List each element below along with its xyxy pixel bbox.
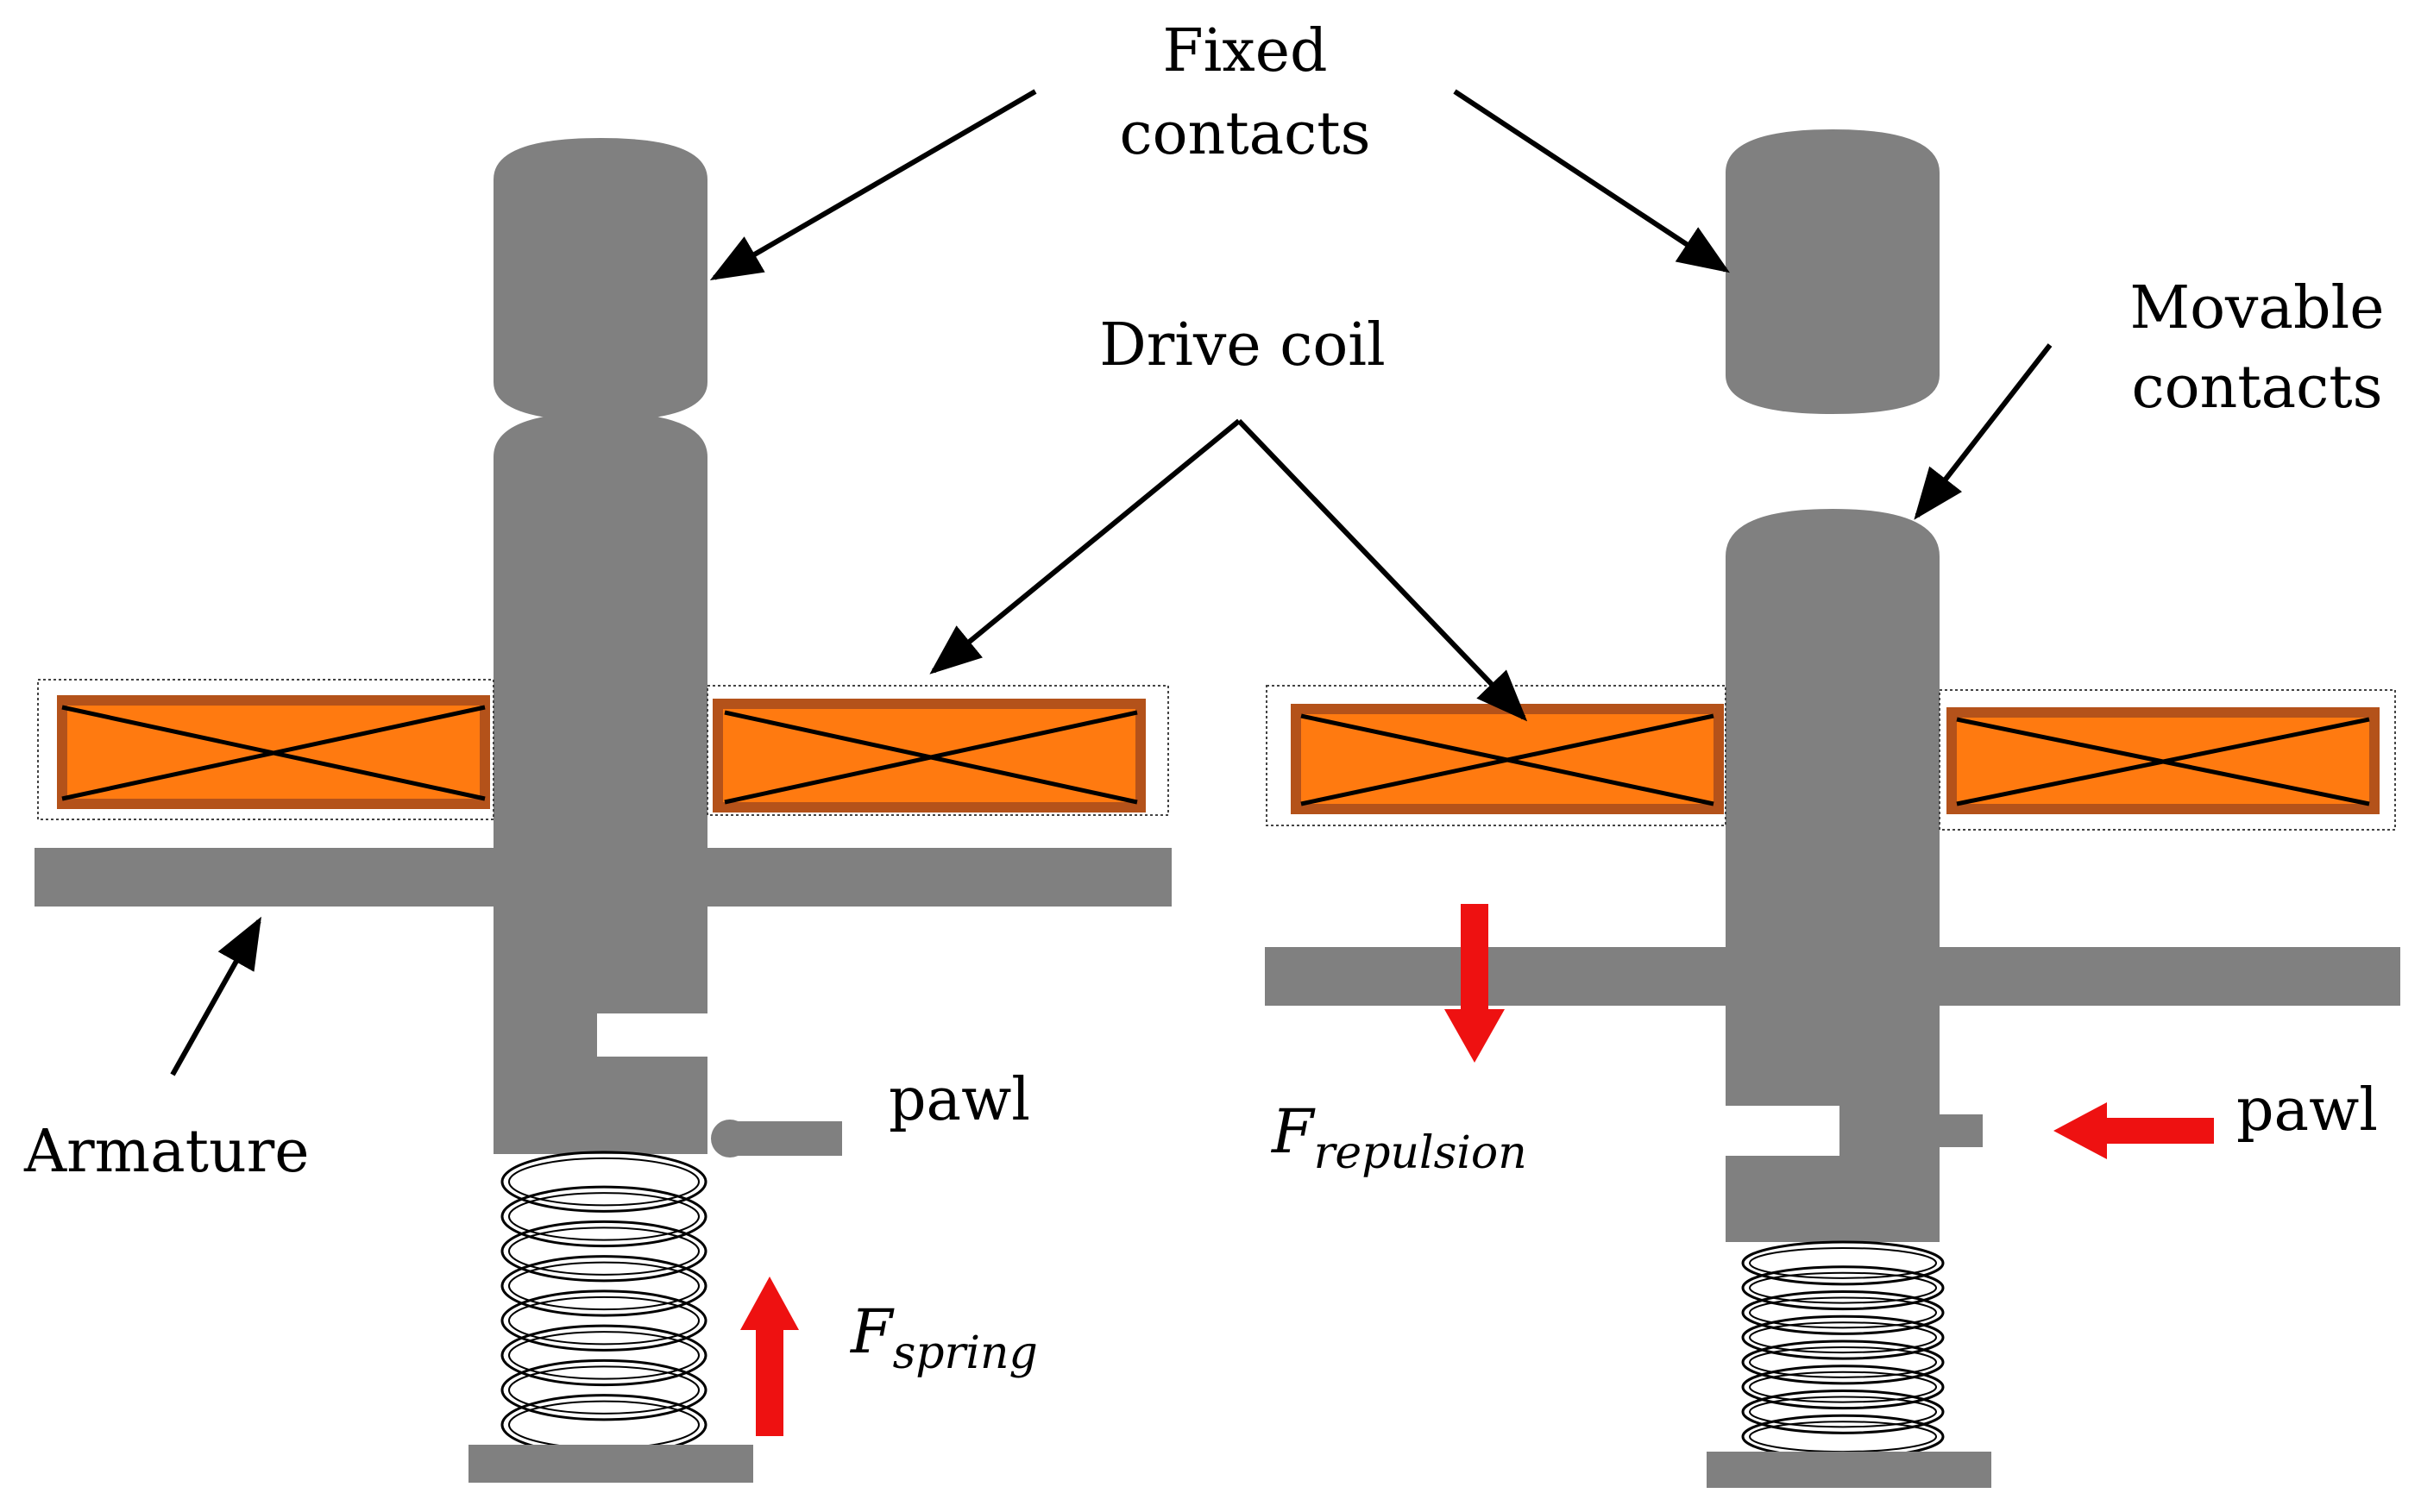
movable-contact-right	[1726, 509, 1940, 1242]
spring-coil-turn	[500, 1255, 707, 1317]
spring-coil-turn	[1749, 1271, 1937, 1304]
arrow-armature	[170, 916, 261, 1076]
spring-coil-turn	[1749, 1346, 1937, 1378]
spring-coil-turn	[1741, 1314, 1945, 1360]
arrow-fixed-left	[709, 89, 1037, 281]
armature-plate-right	[1265, 947, 2400, 1006]
arrow-movable	[1914, 343, 2053, 520]
spring-coil-turn	[508, 1227, 700, 1276]
spring-coil-turn	[508, 1157, 700, 1207]
repulsion-force-arrow	[1444, 904, 1505, 1063]
spring-coil-turn	[500, 1324, 707, 1387]
coil-housing-left-b	[707, 685, 1169, 816]
spring-coil-turn	[1741, 1289, 1945, 1335]
drive-coil-right-b	[1946, 707, 2380, 814]
spring-coil-turn	[1741, 1240, 1945, 1286]
armature-plate-left	[35, 848, 1172, 907]
movable-contact-left	[494, 412, 707, 1154]
pawl-left	[711, 1120, 842, 1158]
coil-housing-left-a	[37, 679, 494, 820]
left-assembly	[35, 138, 1172, 1483]
arrow-coil-left	[929, 418, 1241, 674]
arrow-coil-right	[1236, 418, 1528, 722]
spring-coil-turn	[500, 1185, 707, 1248]
spring-base-left	[468, 1445, 753, 1483]
label-pawl-right: pawl	[2236, 1076, 2378, 1145]
spring-coil-turn	[508, 1400, 700, 1450]
drive-coil-right-a	[1291, 704, 1724, 814]
pawl-right	[1846, 1114, 1983, 1148]
label-fixed-contacts-1: Fixed	[1162, 17, 1327, 85]
spring-coil-turn	[500, 1220, 707, 1283]
spring-coil-turn	[1741, 1339, 1945, 1385]
spring-coil-turn	[508, 1365, 700, 1415]
label-drive-coil: Drive coil	[1099, 311, 1386, 380]
label-movable-contacts-2: contacts	[2132, 354, 2383, 422]
spring-coil-turn	[1749, 1321, 1937, 1354]
right-assembly	[1265, 129, 2400, 1488]
spring-coil-turn	[500, 1289, 707, 1352]
label-fixed-contacts-2: contacts	[1120, 100, 1371, 168]
spring-coil-turn	[1741, 1389, 1945, 1434]
pawl-force-arrow	[2053, 1102, 2214, 1159]
spring-right	[1741, 1240, 1945, 1459]
label-pawl-left: pawl	[889, 1066, 1030, 1134]
spring-coil-turn	[1749, 1246, 1937, 1279]
spring-force-arrow	[740, 1277, 799, 1436]
spring-coil-turn	[1749, 1396, 1937, 1428]
spring-coil-turn	[508, 1261, 700, 1311]
spring-coil-turn	[1741, 1365, 1945, 1410]
coil-housing-right-b	[1939, 689, 2396, 831]
spring-coil-turn	[1749, 1296, 1937, 1329]
spring-left	[500, 1151, 707, 1456]
spring-coil-turn	[508, 1192, 700, 1241]
label-movable-contacts-1: Movable	[2129, 274, 2384, 342]
label-f-repulsion: Frepulsion	[1270, 1096, 1527, 1179]
spring-coil-turn	[508, 1331, 700, 1380]
fixed-contact-left	[494, 138, 707, 421]
spring-coil-turn	[508, 1296, 700, 1346]
spring-coil-turn	[1741, 1265, 1945, 1311]
leader-arrows	[170, 89, 2053, 1076]
arrow-fixed-right	[1453, 89, 1731, 273]
drive-coil-left-a	[57, 695, 490, 809]
spring-base-right	[1707, 1452, 1991, 1488]
spring-coil-turn	[500, 1151, 707, 1213]
spring-coil-turn	[1749, 1371, 1937, 1403]
drive-coil-left-b	[713, 699, 1146, 812]
label-f-spring: Fspring	[849, 1296, 1038, 1379]
fixed-contact-right	[1726, 129, 1940, 414]
label-armature: Armature	[23, 1118, 310, 1186]
spring-coil-turn	[500, 1358, 707, 1421]
